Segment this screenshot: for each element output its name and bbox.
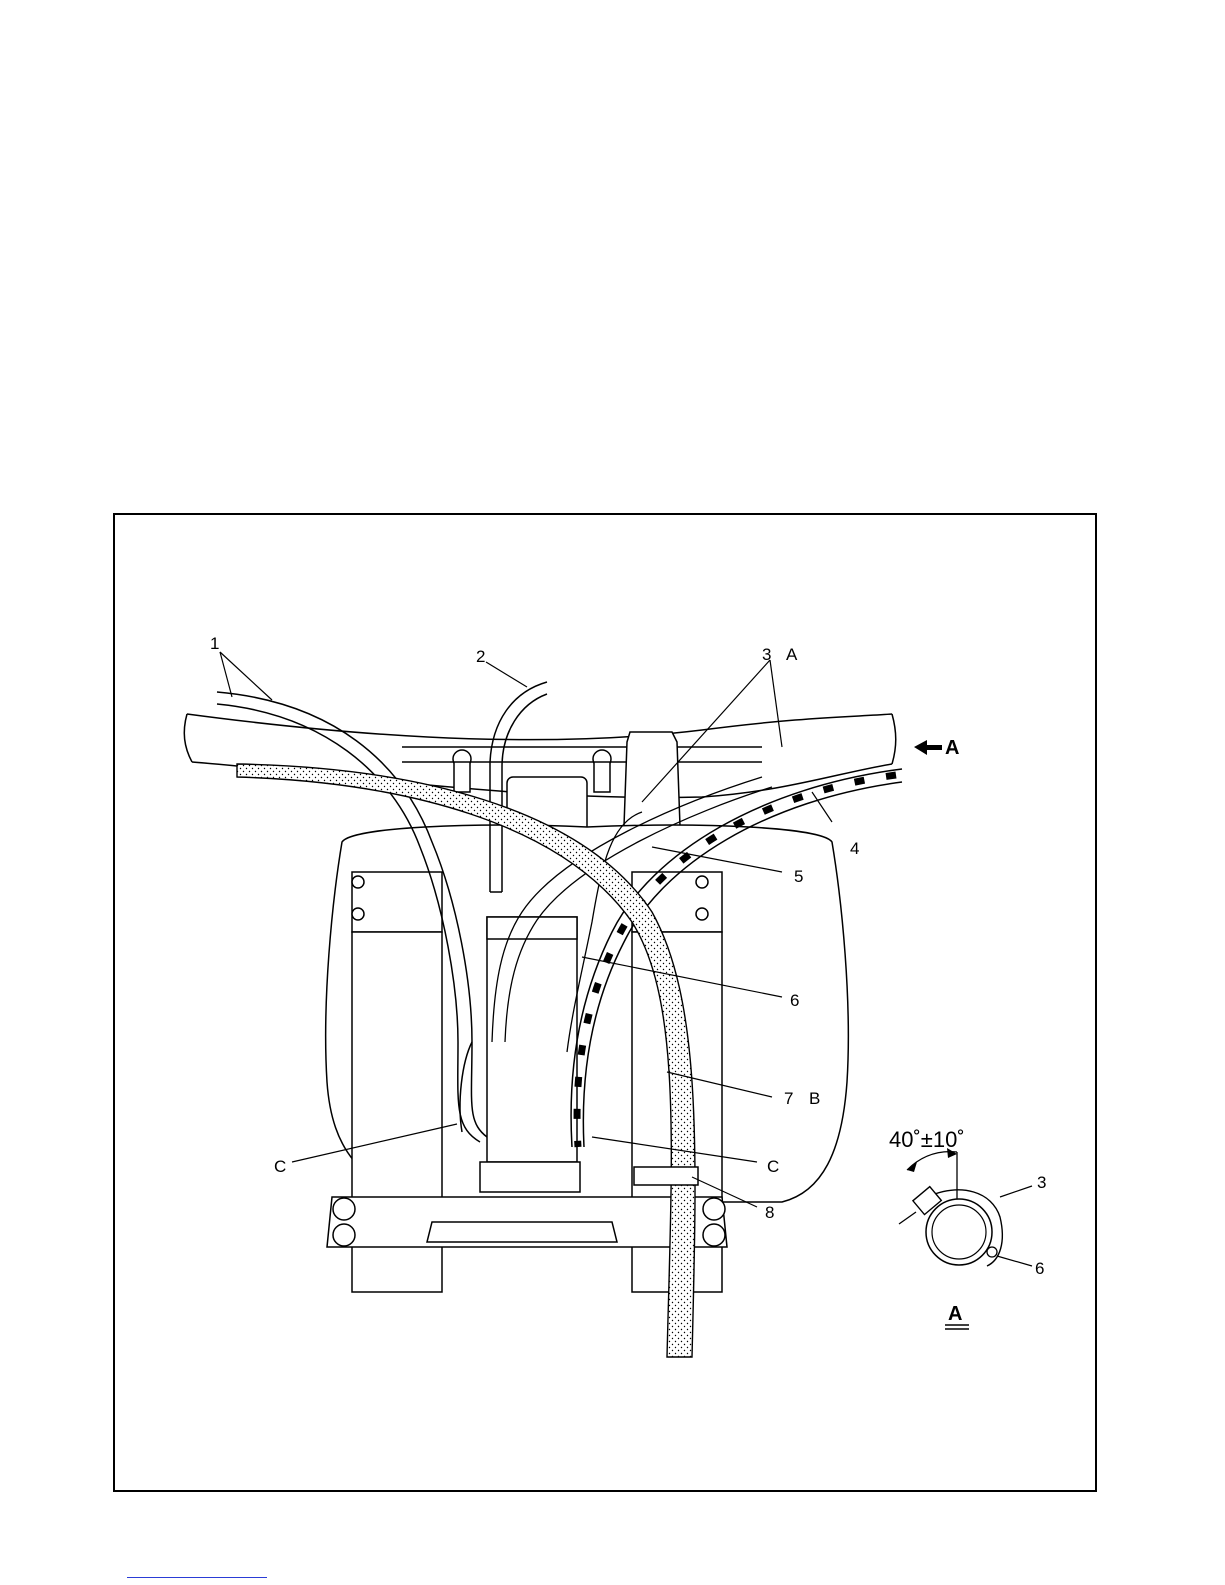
cable-routing-diagram: 1 2 3 A 4 5 6 7 B 8 C C A 40˚±10˚ 3 6 A bbox=[115, 515, 1095, 1490]
callout-4: 4 bbox=[850, 839, 859, 858]
callout-1: 1 bbox=[210, 634, 219, 653]
callout-8: 8 bbox=[765, 1203, 774, 1222]
view-arrow bbox=[914, 740, 942, 755]
clamp-8 bbox=[634, 1167, 698, 1185]
view-arrow-label: A bbox=[945, 737, 959, 759]
diagram-frame: 1 2 3 A 4 5 6 7 B 8 C C A 40˚±10˚ 3 6 A bbox=[113, 513, 1097, 1492]
callout-2: 2 bbox=[476, 647, 485, 666]
callout-c-right: C bbox=[767, 1157, 779, 1176]
bottom-bracket bbox=[327, 1197, 727, 1247]
callout-c-left: C bbox=[274, 1157, 286, 1176]
callout-5: 5 bbox=[794, 867, 803, 886]
callout-7-ref: B bbox=[809, 1089, 820, 1108]
inset-callout-6: 6 bbox=[1035, 1259, 1044, 1278]
footer-link-underline bbox=[127, 1577, 267, 1578]
callout-3-ref: A bbox=[786, 645, 798, 664]
callout-7: 7 bbox=[784, 1089, 793, 1108]
inset-angle-label: 40˚±10˚ bbox=[889, 1127, 965, 1152]
inset-detail-a bbox=[899, 1148, 1032, 1329]
inset-callout-3: 3 bbox=[1037, 1173, 1046, 1192]
inset-title: A bbox=[948, 1303, 962, 1325]
callout-6: 6 bbox=[790, 991, 799, 1010]
callout-3: 3 bbox=[762, 645, 771, 664]
